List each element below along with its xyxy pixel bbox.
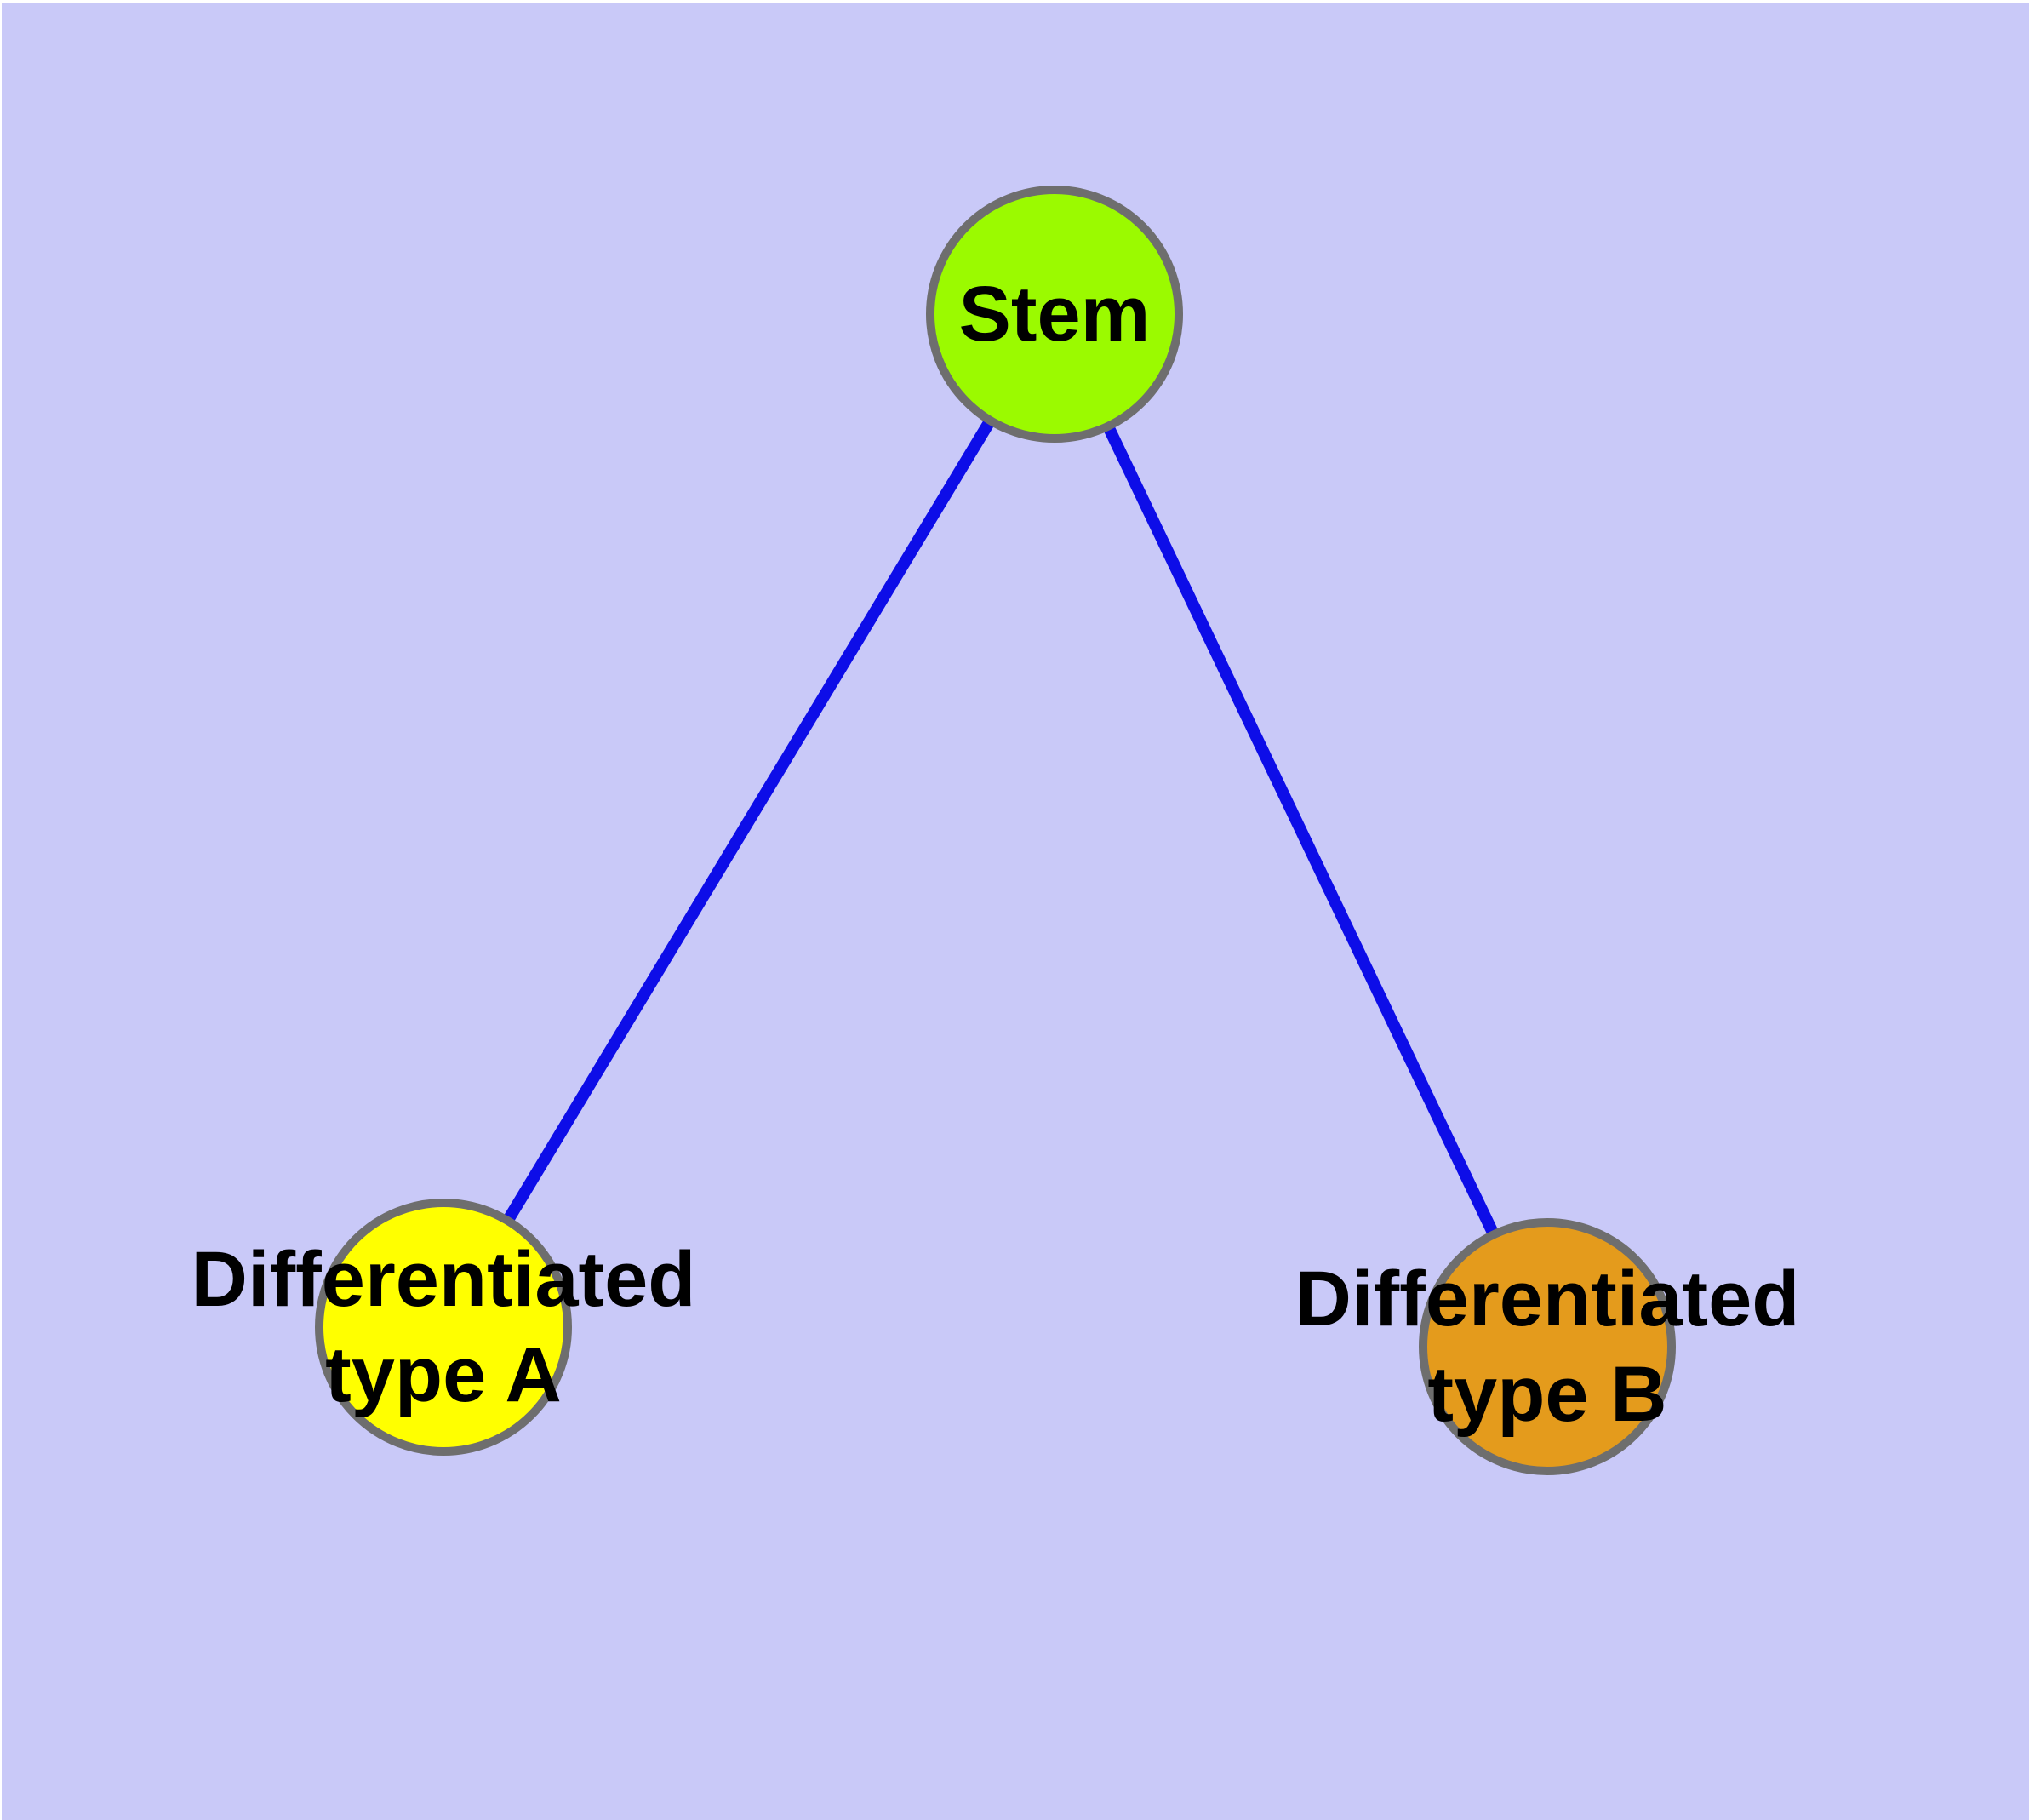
node-circle-differentiated-type-a xyxy=(315,1199,572,1456)
edge-stem-to-differentiated-type-a xyxy=(438,311,1060,1331)
node-circle-stem xyxy=(926,186,1183,443)
edge-stem-to-differentiated-type-b xyxy=(1049,311,1553,1350)
node-circle-differentiated-type-b xyxy=(1419,1218,1676,1475)
